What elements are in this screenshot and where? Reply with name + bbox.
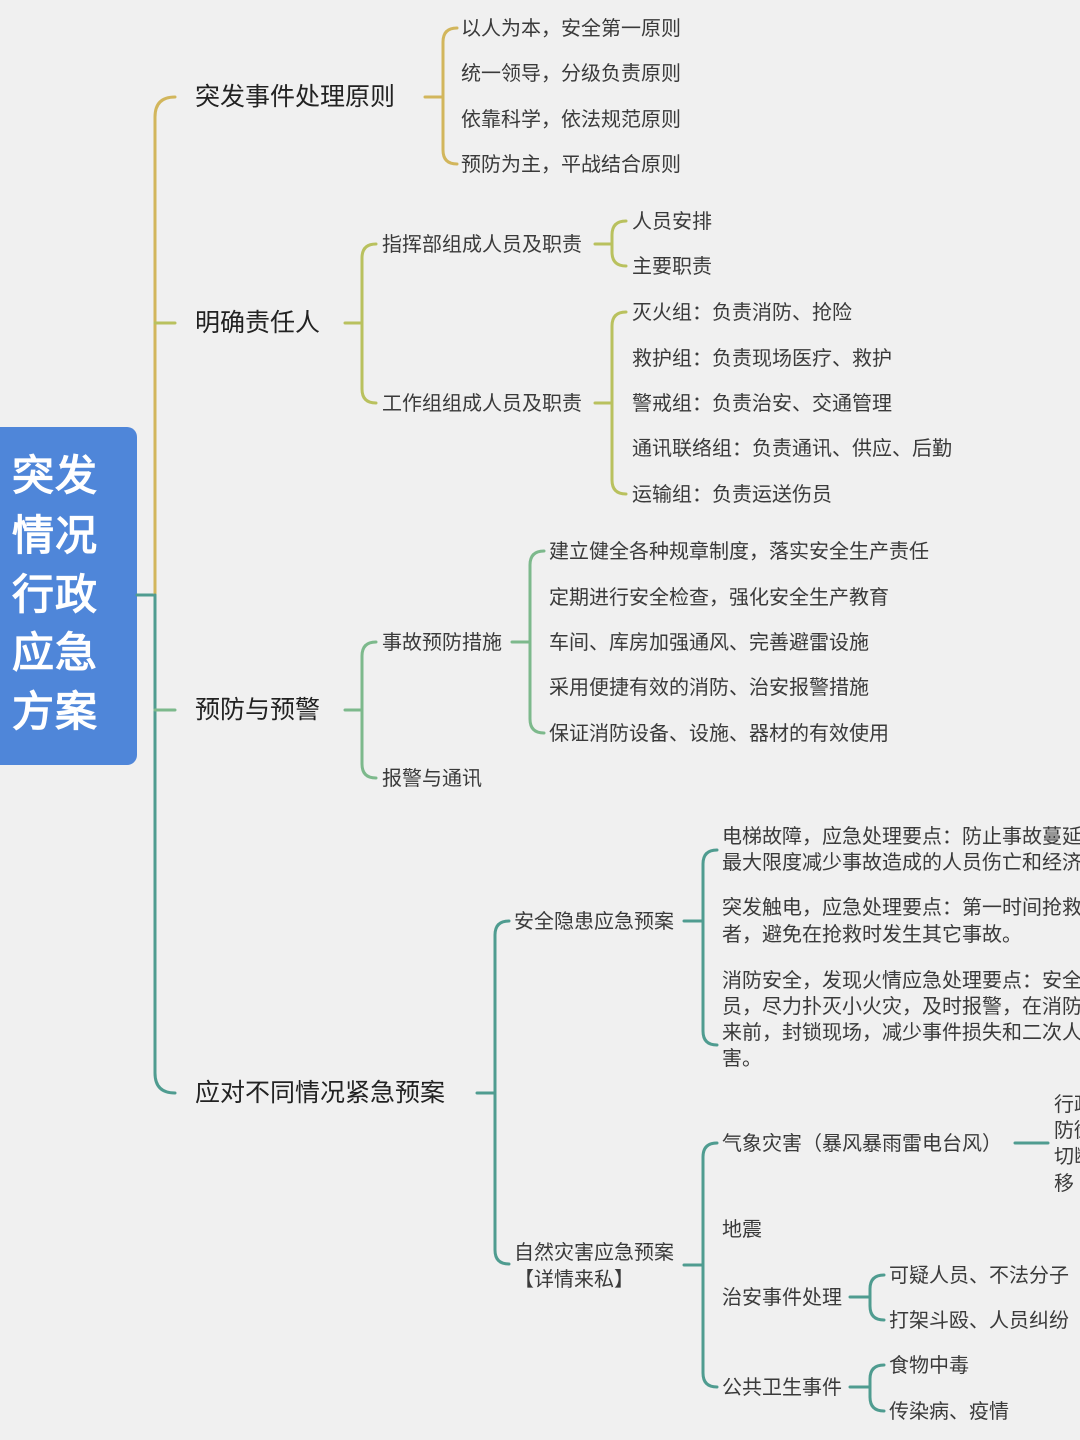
node-label: 依靠科学，依法规范原则 — [461, 107, 681, 131]
bracket-line — [868, 1363, 886, 1413]
paragraph-line: 员，尽力扑灭小火灾，及时报警，在消防 — [722, 994, 1080, 1018]
node-label: 食物中毒 — [889, 1353, 969, 1377]
node-label: 工作组组成人员及职责 — [382, 391, 582, 415]
bracket-line — [528, 549, 546, 735]
bracket-line — [701, 1141, 719, 1389]
node-label: 建立健全各种规章制度，落实安全生产责任 — [549, 539, 929, 563]
root-node: 突发 情况 行政 应急 方案 — [0, 427, 137, 765]
node-label: 以人为本，安全第一原则 — [461, 16, 681, 40]
paragraph-line: 切断 — [1054, 1144, 1080, 1168]
node-label: 警戒组：负责治安、交通管理 — [632, 391, 892, 415]
root-title-line: 行政 — [12, 570, 99, 619]
branch-label: 应对不同情况紧急预案 — [195, 1078, 446, 1107]
root-title-line: 突发 — [12, 451, 99, 500]
node-label: 运输组：负责运送伤员 — [632, 482, 832, 506]
node-label: 打架斗殴、人员纠纷 — [889, 1308, 1069, 1332]
node-label: 灭火组：负责消防、抢险 — [632, 300, 852, 324]
node-label: 报警与通讯 — [382, 766, 482, 790]
node-label: 事故预防措施 — [382, 630, 502, 654]
node-label: 主要职责 — [632, 254, 712, 278]
paragraph-line: 突发触电，应急处理要点：第一时间抢救 — [722, 895, 1080, 919]
node-label: 传染病、疫情 — [889, 1399, 1009, 1423]
bracket-line — [360, 640, 378, 780]
node-label: 指挥部组成人员及职责 — [382, 232, 582, 256]
bracket-line — [868, 1273, 886, 1322]
node-label: 地震 — [722, 1217, 762, 1241]
bracket-line — [701, 848, 719, 1047]
node-label: 统一领导，分级负责原则 — [461, 61, 681, 85]
trunk-line — [153, 593, 177, 1095]
branch-label: 明确责任人 — [195, 308, 321, 337]
root-title-line: 方案 — [12, 687, 99, 736]
paragraph-line: 行政 — [1054, 1092, 1080, 1116]
node-label: 定期进行安全检查，强化安全生产教育 — [549, 585, 889, 609]
node-label: 保证消防设备、设施、器材的有效使用 — [549, 721, 889, 745]
bracket-line — [441, 26, 459, 166]
node-label: 治安事件处理 — [722, 1285, 842, 1309]
bracket-line — [610, 219, 628, 268]
node-label: 救护组：负责现场医疗、救护 — [632, 346, 892, 370]
node-label: 人员安排 — [632, 209, 712, 233]
root-title-line: 应急 — [12, 628, 99, 677]
bracket-line — [493, 919, 511, 1266]
root-title-line: 情况 — [12, 511, 99, 560]
node-label: 气象灾害（暴风暴雨雷电台风） — [722, 1131, 1002, 1155]
trunk-line — [153, 95, 177, 597]
node-label: 预防为主，平战结合原则 — [461, 152, 681, 176]
paragraph-line: 害。 — [722, 1046, 762, 1070]
paragraph-line: 消防安全，发现火情应急处理要点：安全 — [722, 968, 1080, 992]
node-label: 可疑人员、不法分子 — [889, 1263, 1069, 1287]
paragraph-line: 来前，封锁现场，减少事件损失和二次人 — [722, 1020, 1080, 1044]
bracket-line — [610, 310, 628, 496]
node-label: 安全隐患应急预案 — [514, 909, 674, 933]
paragraph-line: 最大限度减少事故造成的人员伤亡和经济 — [722, 850, 1080, 874]
node-label: 车间、库房加强通风、完善避雷设施 — [549, 630, 869, 654]
paragraph-line: 者，避免在抢救时发生其它事故。 — [722, 922, 1022, 946]
node-label: 公共卫生事件 — [722, 1375, 842, 1399]
paragraph-line: 防御 — [1054, 1118, 1080, 1142]
branch-label: 预防与预警 — [195, 695, 321, 724]
node-label: 通讯联络组：负责通讯、供应、后勤 — [632, 436, 952, 460]
node-label: 【详情来私】 — [514, 1267, 634, 1291]
bracket-line — [360, 242, 378, 405]
node-label: 自然灾害应急预案 — [514, 1240, 674, 1264]
branch-label: 突发事件处理原则 — [195, 82, 396, 111]
paragraph-line: 电梯故障，应急处理要点：防止事故蔓延 — [722, 824, 1080, 848]
paragraph-line: 移 — [1054, 1171, 1074, 1195]
node-label: 采用便捷有效的消防、治安报警措施 — [549, 675, 869, 699]
